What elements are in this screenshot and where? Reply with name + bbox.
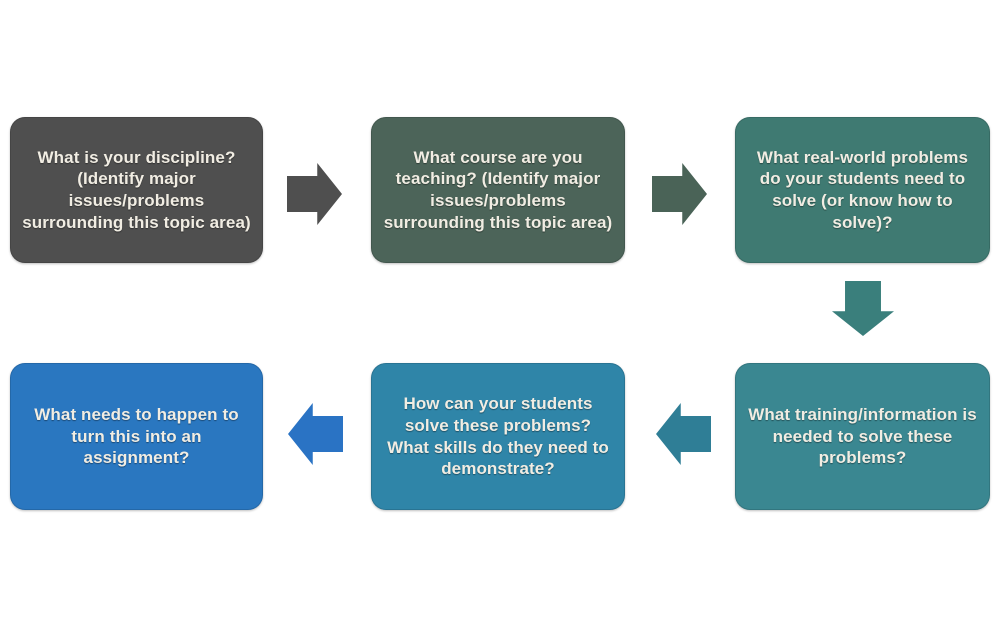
node-discipline: What is your discipline? (Identify major… (10, 117, 263, 263)
left-arrow-icon (656, 403, 711, 465)
node-realworld-label: What real-world problems do your student… (756, 147, 969, 232)
node-assignment: What needs to happen to turn this into a… (10, 363, 263, 510)
node-skills-label: How can your students solve these proble… (387, 394, 609, 479)
down-arrow-icon (832, 281, 894, 336)
left-arrow-icon (288, 403, 343, 465)
node-training: What training/information is needed to s… (735, 363, 990, 510)
right-arrow-icon (652, 163, 707, 225)
node-course: What course are you teaching? (Identify … (371, 117, 625, 263)
right-arrow-icon (287, 163, 342, 225)
node-assignment-label: What needs to happen to turn this into a… (34, 404, 239, 468)
node-training-label: What training/information is needed to s… (748, 404, 977, 468)
node-skills: How can your students solve these proble… (371, 363, 625, 510)
node-course-label: What course are you teaching? (Identify … (383, 147, 613, 232)
node-discipline-label: What is your discipline? (Identify major… (22, 147, 251, 232)
node-realworld: What real-world problems do your student… (735, 117, 990, 263)
